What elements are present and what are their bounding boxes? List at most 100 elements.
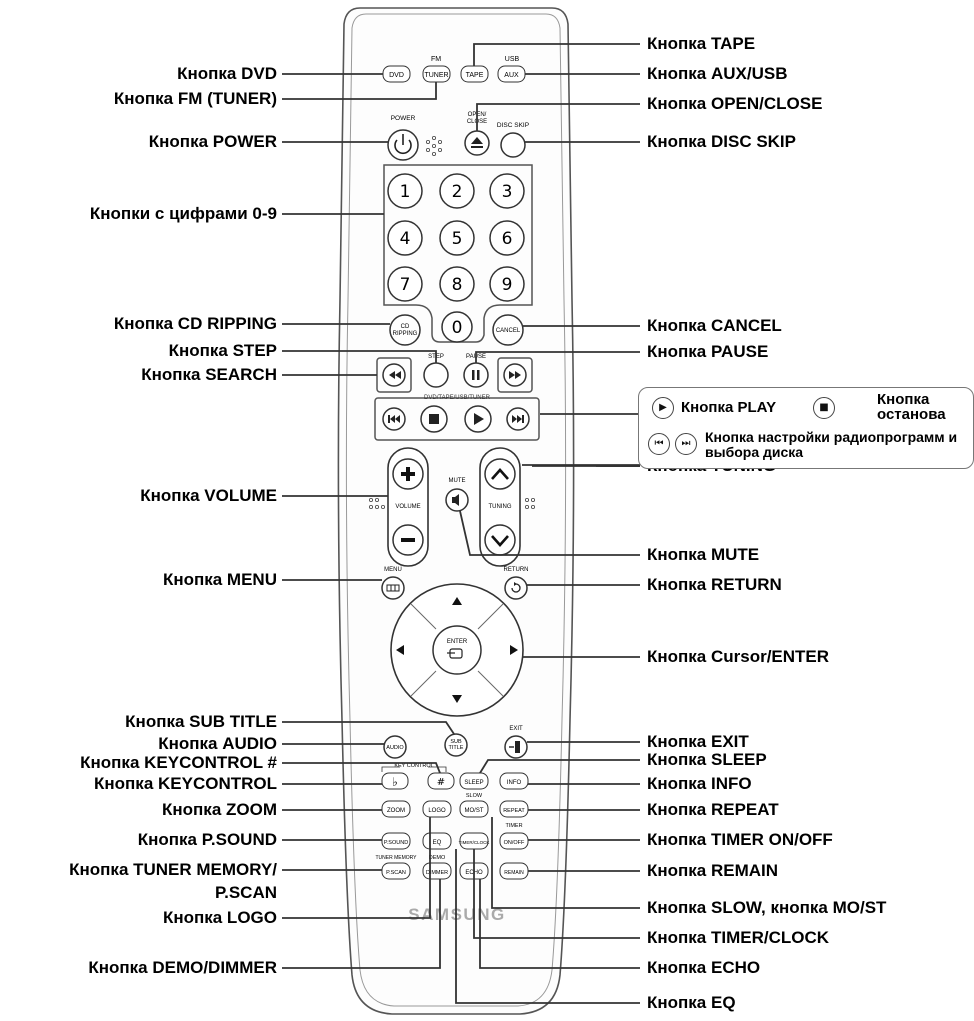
callout-dvd: Кнопка DVD xyxy=(177,64,277,83)
step-button[interactable] xyxy=(423,362,449,388)
tape-button[interactable]: TAPE xyxy=(460,65,489,83)
svg-text:DIMMER: DIMMER xyxy=(426,870,448,876)
psound-button[interactable]: P.SOUND xyxy=(381,832,411,850)
digit-4-button: 4 xyxy=(387,220,423,256)
aux-button[interactable]: AUX xyxy=(497,65,526,83)
callout-digits: Кнопки с цифрами 0-9 xyxy=(89,204,277,223)
svg-text:DEMO: DEMO xyxy=(429,855,446,861)
svg-text:4: 4 xyxy=(400,229,411,249)
svg-text:P.SCAN: P.SCAN xyxy=(386,870,406,876)
dimmer-button[interactable]: DIMMER xyxy=(422,862,452,880)
callout-timer-onoff: Кнопка TIMER ON/OFF xyxy=(647,830,833,849)
speaker-dots-top xyxy=(425,135,442,156)
sleep-button[interactable]: SLEEP xyxy=(459,772,489,790)
digit-2-button: 2 xyxy=(439,173,475,209)
svg-text:LOGO: LOGO xyxy=(428,808,446,814)
play-button[interactable] xyxy=(464,405,492,433)
search-forward-button[interactable] xyxy=(503,363,527,387)
legend-play: Кнопка PLAY xyxy=(681,399,777,416)
timerclock-button[interactable]: TIMER/CLOCK xyxy=(459,832,490,850)
svg-text:INFO: INFO xyxy=(507,780,522,786)
number-buttons[interactable]: 1 2 3 4 5 6 7 8 9 0 xyxy=(387,173,525,343)
legend-stop-line1: Кнопка xyxy=(877,391,930,408)
open-close-button[interactable] xyxy=(464,130,490,156)
callout-sleep: Кнопка SLEEP xyxy=(647,750,767,769)
timer-onoff-button[interactable]: ON/OFF xyxy=(499,832,529,850)
stop-button[interactable] xyxy=(420,405,448,433)
callout-search: Кнопка SEARCH xyxy=(141,365,277,384)
keycontrol-sharp-button[interactable]: # xyxy=(427,772,455,790)
zoom-button[interactable]: ZOOM xyxy=(381,800,411,818)
callout-mute: Кнопка MUTE xyxy=(647,545,760,564)
power-button[interactable] xyxy=(387,129,419,161)
exit-button[interactable] xyxy=(504,735,528,759)
return-button[interactable] xyxy=(504,576,528,600)
fm-header: FM xyxy=(431,56,441,63)
svg-text:5: 5 xyxy=(452,229,463,249)
repeat-button[interactable]: REPEAT xyxy=(499,800,529,818)
callout-subtitle: Кнопка SUB TITLE xyxy=(125,712,277,731)
svg-text:2: 2 xyxy=(452,182,463,202)
audio-button[interactable]: AUDIO xyxy=(383,735,407,759)
keycontrol-flat-button[interactable]: ♭ xyxy=(381,772,409,790)
callout-info: Кнопка INFO xyxy=(647,774,752,793)
tuning-rocker[interactable]: TUNING xyxy=(479,447,521,567)
svg-text:MUTE: MUTE xyxy=(449,478,466,484)
dvd-button[interactable]: DVD xyxy=(382,65,411,83)
menu-button[interactable] xyxy=(381,576,405,600)
next-skip-icon: ⏭ xyxy=(675,433,697,455)
callout-open-close: Кнопка OPEN/CLOSE xyxy=(647,94,823,113)
cancel-button[interactable]: CANCEL xyxy=(492,314,524,346)
eq-button[interactable]: EQ xyxy=(422,832,452,850)
callout-eq: Кнопка EQ xyxy=(647,993,736,1012)
leader-lines xyxy=(282,73,455,969)
svg-text:POWER: POWER xyxy=(391,115,416,122)
svg-text:AUX: AUX xyxy=(504,72,519,79)
svg-text:KEY CONTROL: KEY CONTROL xyxy=(394,763,433,769)
enter-button[interactable]: ENTER xyxy=(432,625,482,675)
tuner-button[interactable]: TUNER xyxy=(422,65,451,83)
svg-text:0: 0 xyxy=(452,318,463,338)
search-back-button[interactable] xyxy=(382,363,406,387)
speaker-dots-right xyxy=(525,497,536,509)
pscan-button[interactable]: P.SCAN xyxy=(381,862,411,880)
digit-0-button: 0 xyxy=(441,311,473,343)
svg-text:TAPE: TAPE xyxy=(466,72,484,79)
svg-text:DISC SKIP: DISC SKIP xyxy=(497,122,529,129)
svg-text:ON/OFF: ON/OFF xyxy=(504,840,525,846)
callout-timer-clock: Кнопка TIMER/CLOCK xyxy=(647,928,830,947)
leader-lines-right xyxy=(455,43,640,1004)
callout-audio: Кнопка AUDIO xyxy=(158,734,277,753)
callout-tuner-memory: Кнопка TUNER MEMORY/ xyxy=(69,860,277,879)
callout-fm-tuner: Кнопка FM (TUNER) xyxy=(113,89,277,108)
svg-text:SLEEP: SLEEP xyxy=(464,780,483,786)
callout-tape: Кнопка TAPE xyxy=(647,34,756,53)
disc-skip-button[interactable] xyxy=(500,132,526,158)
volume-rocker[interactable]: VOLUME xyxy=(387,447,429,567)
callout-exit: Кнопка EXIT xyxy=(647,732,749,751)
prev-skip-button[interactable] xyxy=(382,407,406,431)
callout-pause: Кнопка PAUSE xyxy=(647,342,769,361)
speaker-dots-left xyxy=(368,497,385,509)
mute-button[interactable] xyxy=(445,488,469,512)
callout-step: Кнопка STEP xyxy=(168,341,277,360)
callout-logo: Кнопка LOGO xyxy=(162,908,277,927)
callout-tuner-memory-pscan: P.SCAN xyxy=(214,883,277,902)
logo-button[interactable]: LOGO xyxy=(422,800,452,818)
remain-button[interactable]: REMAIN xyxy=(499,862,529,880)
svg-text:#: # xyxy=(437,777,445,788)
callout-aux-usb: Кнопка AUX/USB xyxy=(647,64,788,83)
svg-text:ENTER: ENTER xyxy=(447,639,468,645)
digit-3-button: 3 xyxy=(489,173,525,209)
most-button[interactable]: MO/ST xyxy=(459,800,489,818)
next-skip-button[interactable] xyxy=(506,407,530,431)
svg-text:TIMER/CLOCK: TIMER/CLOCK xyxy=(459,840,490,845)
pause-button[interactable] xyxy=(463,362,489,388)
svg-text:TIMER: TIMER xyxy=(505,823,522,829)
svg-text:TUNER: TUNER xyxy=(424,72,448,79)
info-button[interactable]: INFO xyxy=(499,772,529,790)
